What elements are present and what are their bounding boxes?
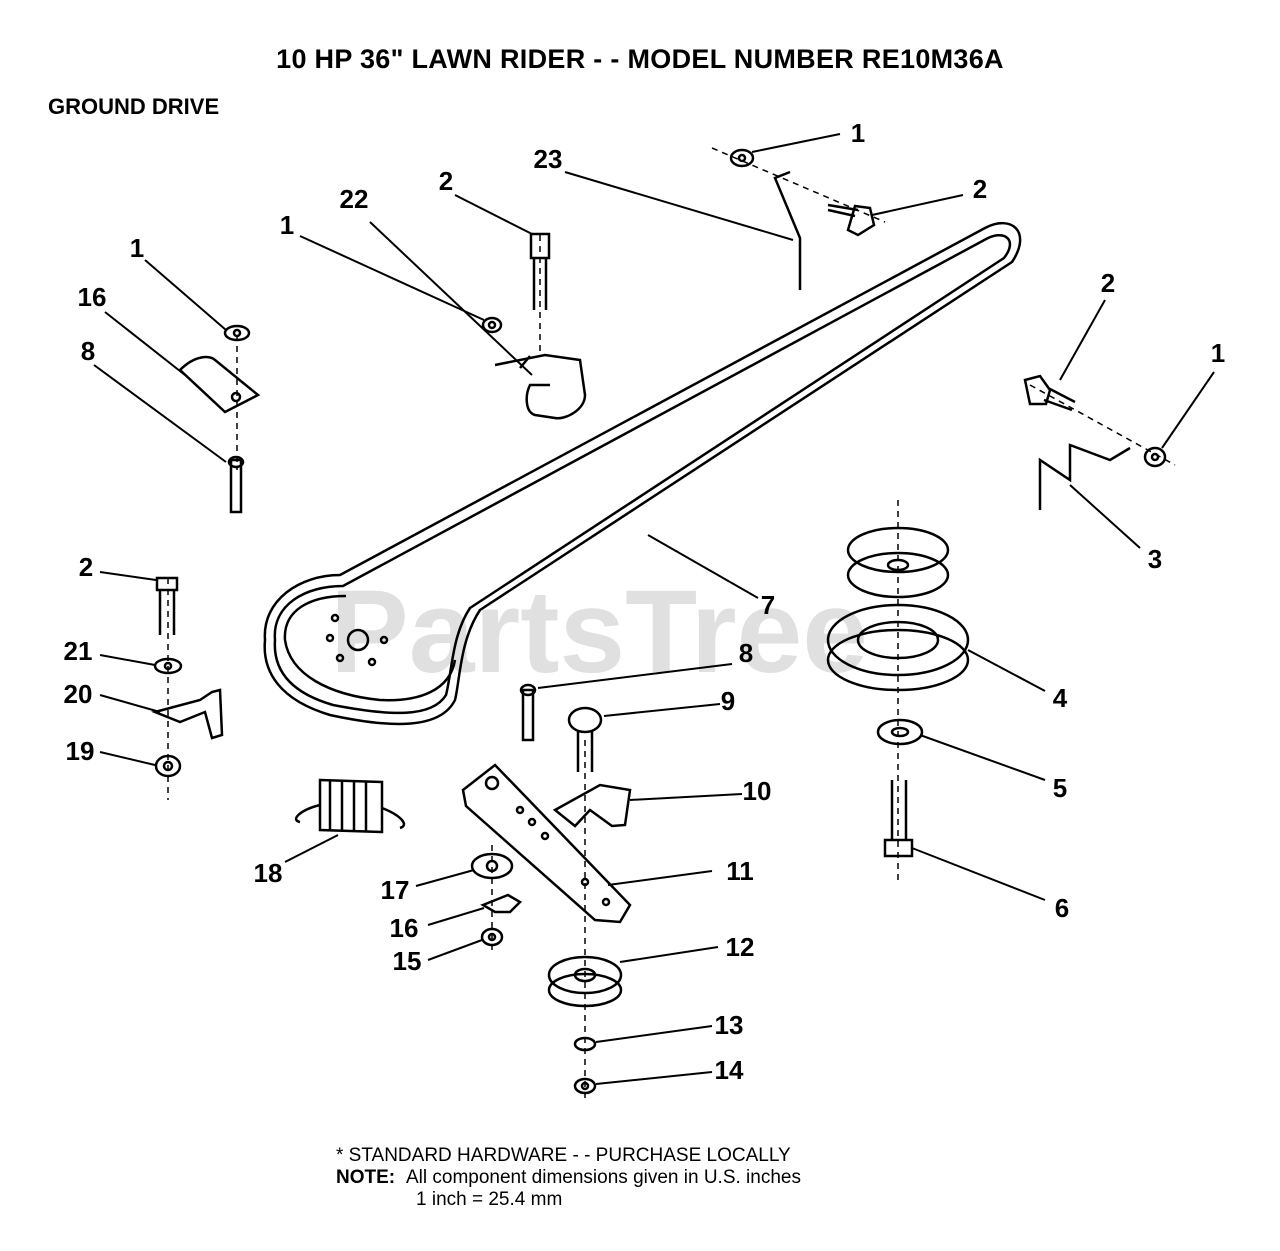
callout-17: 17 bbox=[381, 875, 410, 905]
conversion-note: 1 inch = 25.4 mm bbox=[416, 1189, 563, 1210]
footer-notes: * STANDARD HARDWARE - - PURCHASE LOCALLY… bbox=[336, 1145, 801, 1211]
part-18-spring bbox=[294, 778, 406, 834]
part-1-nut-right bbox=[1143, 446, 1167, 468]
section-title: GROUND DRIVE bbox=[48, 94, 220, 119]
part-11-idler-arm bbox=[461, 763, 632, 924]
part-1-nut-center bbox=[481, 316, 503, 334]
part-10-bracket bbox=[552, 783, 632, 828]
callout-8-b: 8 bbox=[739, 638, 753, 668]
note-line: NOTE: All component dimensions given in U… bbox=[336, 1167, 801, 1189]
callout-16-b: 16 bbox=[390, 913, 419, 943]
diagram-title: 10 HP 36" LAWN RIDER - - MODEL NUMBER RE… bbox=[276, 44, 1004, 74]
drive-belt bbox=[263, 222, 1022, 726]
part-2-bolt-right bbox=[1023, 374, 1076, 412]
part-2-bolt-top bbox=[827, 203, 876, 237]
part-20-bracket bbox=[151, 688, 224, 740]
callout-2-d: 2 bbox=[79, 552, 93, 582]
callout-3: 3 bbox=[1148, 544, 1162, 574]
part-22-bracket bbox=[494, 353, 587, 420]
callout-20: 20 bbox=[64, 679, 93, 709]
part-16-clip-lower bbox=[480, 893, 523, 914]
belt-sprocket bbox=[325, 613, 389, 667]
standard-hardware-note: * STANDARD HARDWARE - - PURCHASE LOCALLY bbox=[336, 1145, 791, 1166]
callout-5: 5 bbox=[1053, 773, 1067, 803]
note-label: NOTE: bbox=[336, 1167, 396, 1188]
callout-6: 6 bbox=[1055, 893, 1069, 923]
part-9-bolt bbox=[567, 706, 603, 772]
part-8-pin-left bbox=[227, 455, 245, 514]
part-8-pin-center bbox=[519, 683, 537, 742]
callout-9: 9 bbox=[721, 686, 735, 716]
part-2-bolt-left bbox=[155, 576, 179, 635]
part-5-washer bbox=[876, 718, 924, 746]
callout-21: 21 bbox=[64, 636, 93, 666]
watermark: PartsTree bbox=[330, 566, 868, 698]
callout-19: 19 bbox=[66, 736, 95, 766]
callout-10: 10 bbox=[743, 776, 772, 806]
callout-16-a: 16 bbox=[78, 282, 107, 312]
callout-7: 7 bbox=[761, 590, 775, 620]
callout-23: 23 bbox=[534, 144, 563, 174]
callout-1-a: 1 bbox=[851, 118, 865, 148]
callout-15: 15 bbox=[393, 946, 422, 976]
part-16-clip-top bbox=[178, 355, 261, 414]
leader-lines bbox=[93, 133, 1215, 1085]
callout-2-a: 2 bbox=[973, 174, 987, 204]
callout-labels: 1 23 2 2 22 1 1 16 8 2 1 3 7 8 9 10 11 4… bbox=[64, 118, 1226, 1085]
callout-14: 14 bbox=[715, 1055, 744, 1085]
callout-12: 12 bbox=[726, 932, 755, 962]
callout-13: 13 bbox=[715, 1010, 744, 1040]
callout-1-c: 1 bbox=[130, 233, 144, 263]
part-23-rod bbox=[773, 170, 802, 290]
callout-4: 4 bbox=[1053, 683, 1068, 713]
callout-2-c: 2 bbox=[1101, 268, 1115, 298]
callout-18: 18 bbox=[254, 858, 283, 888]
note-text: All component dimensions given in U.S. i… bbox=[406, 1167, 801, 1188]
part-2-bolt-center bbox=[529, 232, 551, 310]
part-3-rod bbox=[1038, 443, 1131, 510]
callout-11: 11 bbox=[726, 856, 754, 886]
callout-1-b: 1 bbox=[280, 210, 294, 240]
part-13-washer bbox=[573, 1036, 597, 1052]
callout-8-a: 8 bbox=[81, 336, 95, 366]
callout-22: 22 bbox=[340, 184, 369, 214]
callout-2-b: 2 bbox=[439, 166, 453, 196]
part-1-nut-top bbox=[729, 148, 755, 168]
part-14-nut bbox=[573, 1077, 597, 1095]
callout-1-d: 1 bbox=[1211, 338, 1225, 368]
part-6-bolt bbox=[883, 780, 914, 858]
